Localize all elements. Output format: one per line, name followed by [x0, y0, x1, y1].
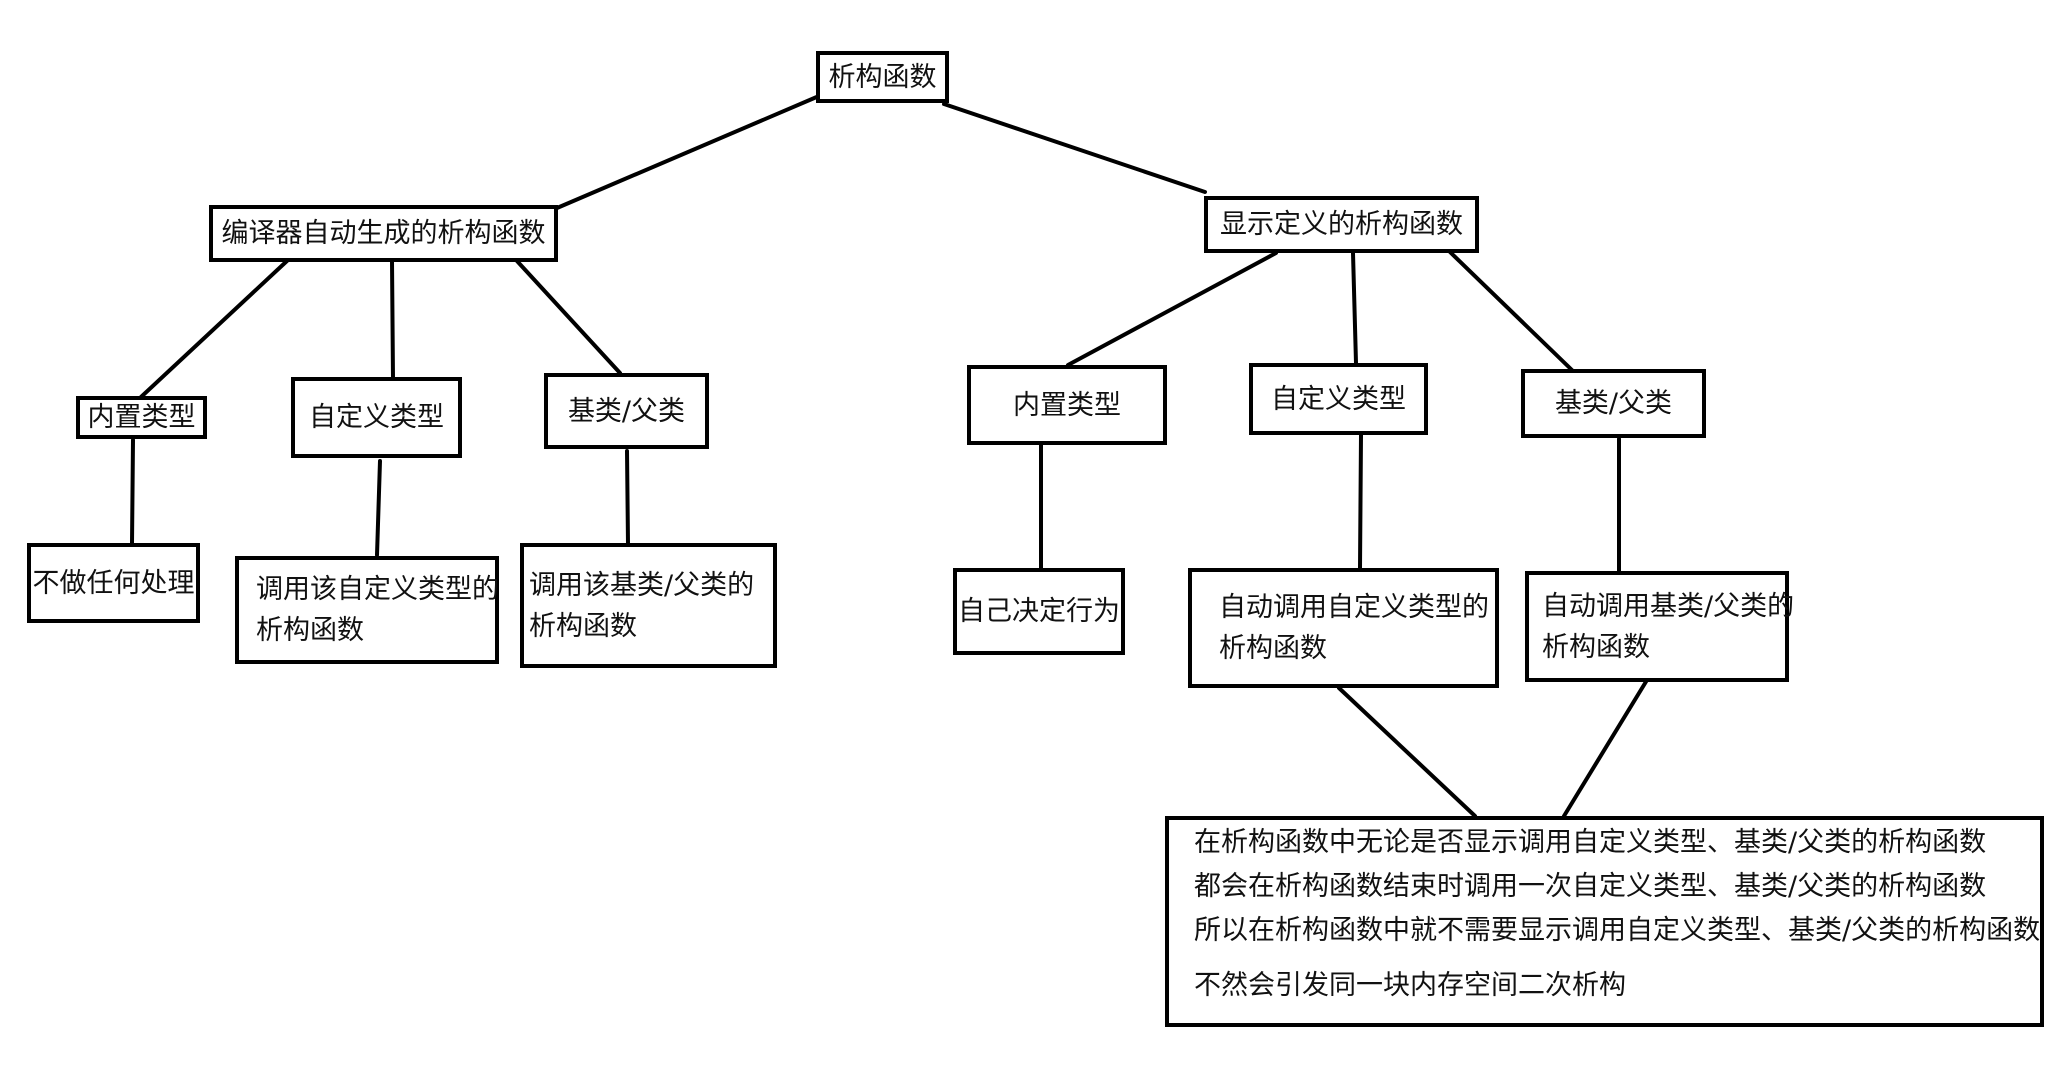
summary-note-box: 在析构函数中无论是否显示调用自定义类型、基类/父类的析构函数 都会在析构函数结束… [1165, 816, 2044, 1027]
edge-explicit-base [1447, 249, 1577, 375]
summary-note-line-4: 不然会引发同一块内存空间二次析构 [1194, 970, 1626, 1001]
summary-note-line-3: 所以在析构函数中就不需要显示调用自定义类型、基类/父类的析构函数 [1194, 915, 2041, 946]
explicit-base-action-line-1: 自动调用基类/父类的 [1542, 590, 1795, 622]
compiler-custom-type-node: 自定义类型 [291, 377, 462, 458]
edge-custom-action-note [1337, 686, 1477, 818]
edge-compiler-base [515, 259, 622, 375]
root-label: 析构函数 [828, 61, 937, 93]
explicit-custom-type-node: 自定义类型 [1249, 363, 1428, 435]
explicit-custom-action-node: 自动调用自定义类型的 析构函数 [1188, 568, 1499, 688]
compiler-custom-action-node: 调用该自定义类型的 析构函数 [235, 556, 499, 664]
explicit-builtin-action-label: 自己决定行为 [958, 596, 1120, 627]
explicit-base-class-node: 基类/父类 [1521, 369, 1706, 438]
compiler-custom-type-label: 自定义类型 [309, 402, 444, 433]
edge-explicit-custom [1351, 251, 1358, 365]
compiler-custom-action-line-1: 调用该自定义类型的 [256, 574, 499, 605]
edge-root-explicit [942, 102, 1207, 194]
explicit-custom-type-label: 自定义类型 [1271, 383, 1406, 415]
edge-explicit-builtin [1066, 251, 1278, 367]
compiler-custom-action-line-2: 析构函数 [256, 615, 364, 646]
summary-note-line-1: 在析构函数中无论是否显示调用自定义类型、基类/父类的析构函数 [1194, 827, 1987, 858]
explicit-base-class-label: 基类/父类 [1554, 388, 1673, 419]
edge-base-action-left [625, 449, 630, 546]
edge-compiler-custom [390, 259, 395, 381]
root-node: 析构函数 [816, 51, 949, 103]
explicit-builtin-type-node: 内置类型 [967, 365, 1167, 445]
compiler-builtin-action-label: 不做任何处理 [32, 567, 195, 599]
compiler-builtin-action-node: 不做任何处理 [27, 543, 200, 623]
edge-compiler-builtin [139, 258, 290, 399]
compiler-builtin-type-node: 内置类型 [76, 396, 207, 439]
explicit-base-action-node: 自动调用基类/父类的 析构函数 [1525, 571, 1795, 682]
compiler-base-class-label: 基类/父类 [567, 395, 686, 427]
compiler-generated-label: 编译器自动生成的析构函数 [221, 218, 546, 249]
explicit-defined-node: 显示定义的析构函数 [1204, 196, 1479, 253]
compiler-base-class-node: 基类/父类 [544, 373, 709, 449]
explicit-custom-action-line-2: 析构函数 [1219, 633, 1327, 664]
explicit-base-action-line-2: 析构函数 [1542, 631, 1650, 663]
explicit-defined-label: 显示定义的析构函数 [1220, 209, 1463, 240]
edge-custom-action-right [1358, 433, 1363, 570]
edge-root-compiler [555, 94, 821, 210]
summary-note-line-2: 都会在析构函数结束时调用一次自定义类型、基类/父类的析构函数 [1194, 871, 1987, 902]
compiler-base-action-line-1: 调用该基类/父类的 [529, 569, 755, 601]
edge-builtin-action-left [130, 438, 135, 546]
explicit-custom-action-line-1: 自动调用自定义类型的 [1219, 592, 1489, 623]
explicit-builtin-type-label: 内置类型 [1013, 389, 1121, 421]
edge-custom-action-left [375, 459, 382, 557]
compiler-builtin-type-label: 内置类型 [87, 402, 196, 433]
compiler-base-action-node: 调用该基类/父类的 析构函数 [520, 543, 777, 668]
edge-base-action-note [1562, 678, 1649, 818]
compiler-generated-node: 编译器自动生成的析构函数 [209, 205, 558, 262]
explicit-builtin-action-node: 自己决定行为 [953, 568, 1125, 655]
compiler-base-action-line-2: 析构函数 [529, 610, 637, 642]
